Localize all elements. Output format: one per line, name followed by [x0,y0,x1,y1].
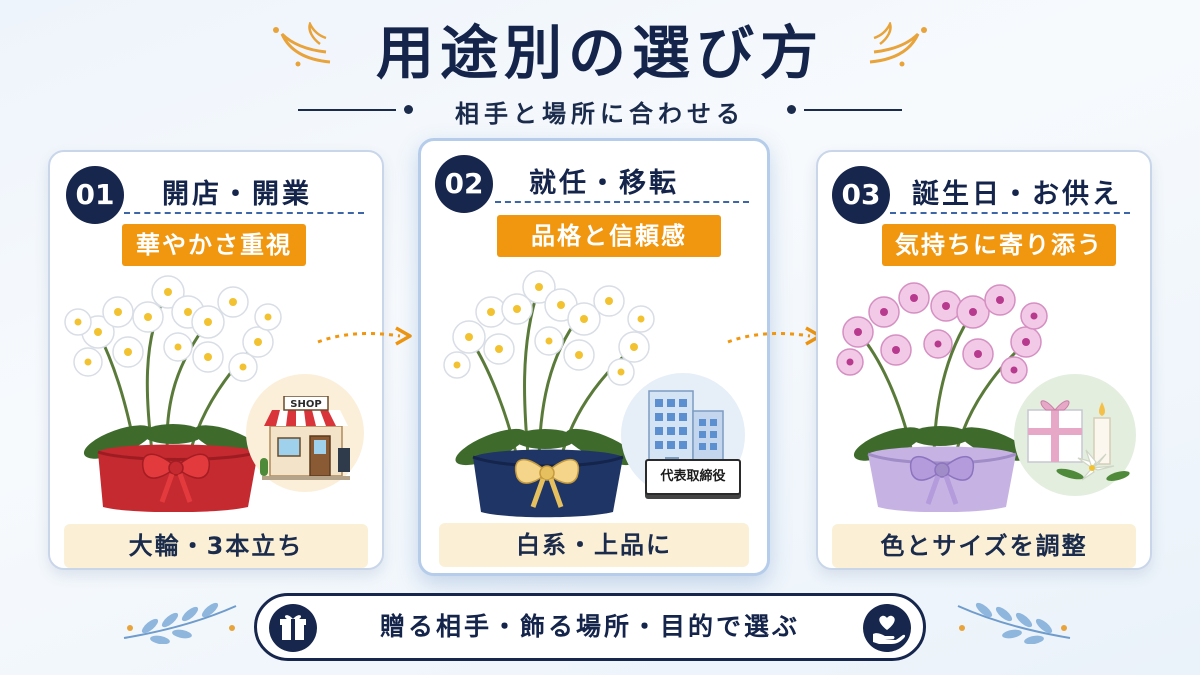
page-title: 用途別の選び方 [375,19,824,87]
white-orchid-red-wrap-icon [64,275,282,512]
subtitle-left-dot [404,105,413,114]
card-title-divider [124,212,364,214]
arrow-right-icon [727,326,822,346]
left-sprig-icon [123,602,237,644]
nameplate: 代表取締役 [645,459,741,495]
card-tag: 品格と信頼感 [497,215,721,257]
card-title: 就任・移転 [529,168,679,199]
card-caption: 白系・上品に [439,523,749,567]
bottom-summary-text: 贈る相手・飾る場所・目的で選ぶ [379,612,800,641]
card-opening: 01 開店・開業 華やかさ重視 [48,150,384,570]
shop-sign-text: SHOP [290,399,321,410]
card-tag: 華やかさ重視 [122,224,306,266]
gift-candle-lily-icon [1027,400,1130,481]
left-flourish-icon [273,22,331,67]
subtitle-left-line [298,109,396,111]
card-number-badge: 01 [66,166,124,224]
card-appointment: 02 就任・移転 品格と信頼感 [418,138,770,576]
card-tag: 気持ちに寄り添う [882,224,1116,266]
right-flourish-icon [869,22,927,67]
arrow-right-icon [317,326,412,346]
card-title-divider [495,201,749,203]
subtitle: 相手と場所に合わせる [455,100,745,128]
gift-icon [269,604,317,652]
white-orchid-navy-wrap-icon [443,270,655,518]
card-title: 開店・開業 [162,179,312,210]
subtitle-right-dot [787,105,796,114]
subtitle-right-line [804,109,902,111]
card-caption: 大輪・3本立ち [64,524,368,568]
subtitle-row: 相手と場所に合わせる [0,90,1200,130]
card-birthday-offering: 03 誕生日・お供え 気持ちに寄り添う [816,150,1152,570]
card-caption: 色とサイズを調整 [832,524,1136,568]
nameplate-text: 代表取締役 [660,469,726,484]
card-number-badge: 03 [832,166,890,224]
card-number-badge: 02 [435,155,493,213]
pink-orchid-lavender-wrap-icon [836,282,1048,512]
heart-hand-icon [863,604,911,652]
bottom-summary-bar: 贈る相手・飾る場所・目的で選ぶ [254,593,926,661]
shop-icon: SHOP [260,396,350,480]
card-title-divider [890,212,1130,214]
right-sprig-icon [957,602,1071,644]
card-title: 誕生日・お供え [912,179,1122,210]
